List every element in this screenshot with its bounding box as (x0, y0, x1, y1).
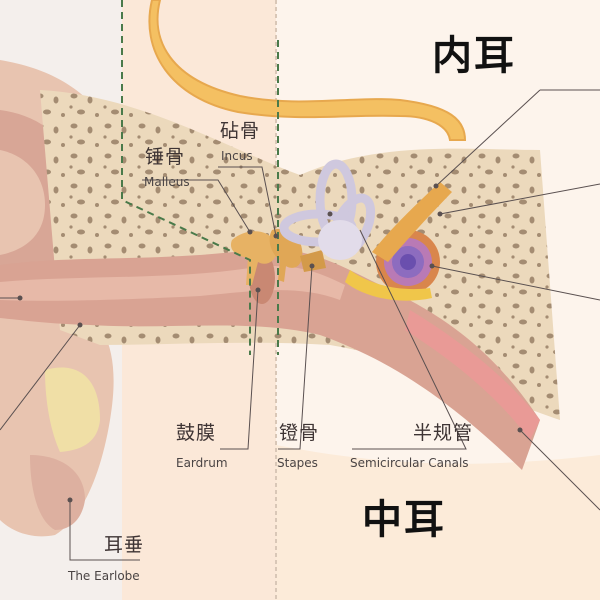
leader-right-3 (431, 265, 600, 301)
eardrum-label-en: Eardrum (176, 456, 228, 470)
semicircular-canals-label-en: Semicircular Canals (350, 456, 469, 470)
leader-incus (218, 166, 277, 237)
middle-ear-title: 中耳 (362, 497, 446, 543)
middle-ear-outline (121, 0, 251, 355)
leader-right-2 (439, 183, 600, 215)
leader-right-4 (519, 429, 600, 511)
leader-canals (352, 229, 467, 450)
auricle-inner-fold (0, 150, 45, 255)
earlobe-label-en: The Earlobe (68, 569, 140, 583)
cochlea-base (345, 270, 432, 301)
leader-eardrum (220, 289, 259, 450)
vestibule (318, 220, 362, 260)
earlobe-label-zh: 耳垂 (104, 534, 145, 556)
leader-left-2 (0, 324, 81, 431)
cartilage (45, 367, 100, 452)
malleus-label-en: Malleus (144, 175, 190, 189)
ear-canal (0, 248, 540, 470)
inner-ear-title: 内耳 (432, 33, 516, 79)
malleus-label-zh: 锤骨 (145, 146, 186, 168)
eustachian-tube (405, 310, 540, 440)
incus-label-zh: 砧骨 (220, 120, 261, 142)
leader-dots (17, 183, 523, 503)
leader-lines (0, 89, 600, 561)
leader-malleus (142, 179, 251, 233)
stapes-label-en: Stapes (277, 456, 318, 470)
leader-right-1 (435, 89, 541, 187)
stapes-shape (300, 250, 326, 272)
eardrum-label-zh: 鼓膜 (176, 422, 217, 444)
auditory-nerve (372, 182, 452, 262)
incus-label-en: Incus (221, 149, 253, 163)
lower-right-panel (276, 445, 600, 600)
leader-earlobe (69, 500, 140, 561)
earlobe-shape (30, 455, 85, 530)
nerve-tube (148, 0, 467, 141)
stapes-label-zh: 镫骨 (279, 422, 320, 444)
leader-stapes (278, 265, 313, 450)
malleus-shape (230, 231, 277, 285)
semicircular-canals-label-zh: 半规管 (413, 422, 474, 444)
